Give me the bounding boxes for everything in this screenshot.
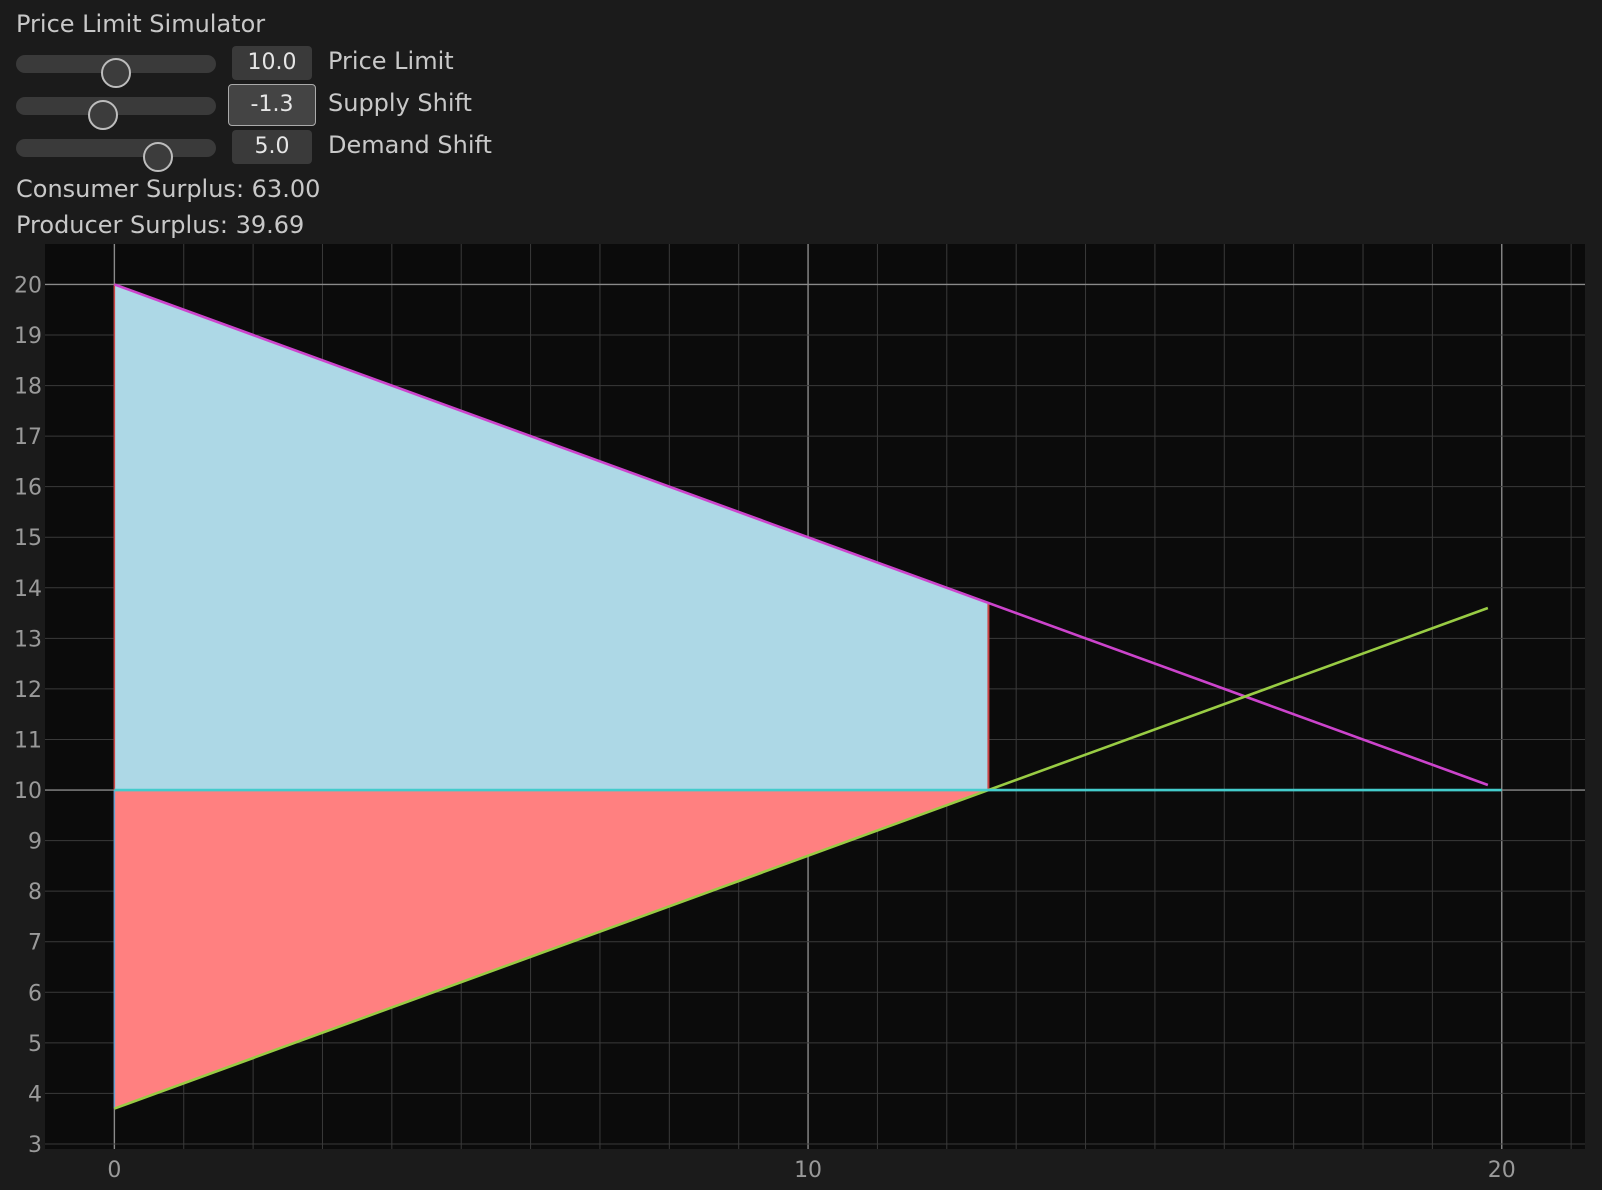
y-tick-label: 10 [14,779,42,804]
window-title: Price Limit Simulator [16,10,266,38]
plot[interactable]: 3 4 5 6 7 8 9 10 11 12 13 14 15 16 17 18 19 20 0 10 20 [0,244,1602,1186]
x-tick-label: 10 [794,1158,822,1183]
y-tick-label: 20 [14,273,42,298]
demand-shift-slider-knob[interactable] [143,142,173,172]
y-tick-label: 4 [28,1082,42,1107]
demand-shift-slider[interactable] [16,139,216,172]
price-limit-slider-knob[interactable] [101,58,131,88]
supply-shift-label: Supply Shift [328,89,472,117]
y-tick-label: 11 [14,728,42,753]
price-limit-label: Price Limit [328,47,454,75]
demand-line [113,283,1489,787]
price-limit-value[interactable]: 10.0 [232,46,312,80]
y-tick-label: 19 [14,324,42,349]
y-tick-label: 7 [28,931,42,956]
y-tick-label: 6 [28,981,42,1006]
x-tick-label: 0 [107,1158,121,1183]
plot-panel[interactable]: 3 4 5 6 7 8 9 10 11 12 13 14 15 16 17 18 19 20 0 10 20 [0,244,1602,1186]
y-tick-label: 3 [28,1133,42,1158]
supply-shift-value[interactable]: -1.3 [228,84,316,126]
x-tick-label: 20 [1488,1158,1516,1183]
price-limit-slider[interactable] [16,55,216,88]
producer-surplus-text: Producer Surplus: 39.69 [16,211,305,239]
y-tick-label: 14 [14,577,42,602]
demand-shift-label: Demand Shift [328,131,492,159]
y-tick-label: 16 [14,476,42,501]
supply-shift-slider-knob[interactable] [88,100,118,130]
supply-shift-slider[interactable] [16,97,216,130]
y-tick-label: 17 [14,425,42,450]
y-tick-label: 5 [28,1032,42,1057]
consumer-surplus-text: Consumer Surplus: 63.00 [16,175,321,203]
y-tick-label: 8 [28,880,42,905]
supply-line [113,606,1489,1110]
y-tick-label: 15 [14,526,42,551]
consumer-surplus-area [114,284,989,791]
y-tick-label: 18 [14,375,42,400]
y-tick-label: 13 [14,627,42,652]
y-tick-label: 12 [14,678,42,703]
y-tick-label: 9 [28,830,42,855]
demand-shift-value[interactable]: 5.0 [232,130,312,164]
